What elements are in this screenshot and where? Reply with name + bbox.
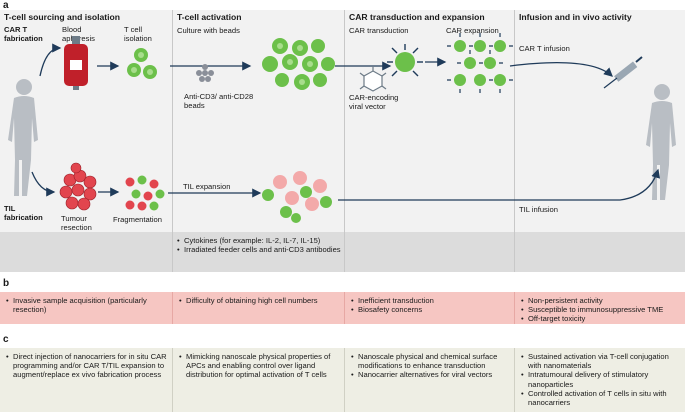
column-title-transduction: CAR transduction and expansion	[349, 12, 485, 22]
viral-vector-label: CAR-encoding viral vector	[349, 93, 399, 111]
car-transduction-label: CAR transduction	[349, 26, 409, 35]
tumour-icon	[59, 162, 97, 211]
solution-infusion-3: Controlled activation of T cells in situ…	[521, 389, 680, 407]
solution-transduction-1: Nanoscale physical and chemical surface …	[351, 352, 509, 370]
car-expansion-cluster-icon	[447, 33, 513, 93]
challenge-sourcing: Invasive sample acquisition (particularl…	[6, 296, 167, 314]
challenge-transduction-1: Inefficient transduction	[351, 296, 509, 305]
patient-human-figure-icon	[646, 84, 676, 200]
syringe-icon	[603, 56, 643, 89]
car-expansion-label: CAR expansion	[446, 26, 499, 35]
row-a-notes: Cytokines (for example: IL-2, IL-7, IL-1…	[176, 236, 341, 254]
column-title-infusion: Infusion and in vivo activity	[519, 12, 632, 22]
solutions-row: Direct injection of nanocarriers for in …	[0, 348, 685, 412]
panel-letter-b: b	[3, 278, 10, 289]
panel-letter-c: c	[3, 334, 9, 345]
solution-infusion-2: Intratumoural delivery of stimulatory na…	[521, 370, 680, 388]
challenge-infusion-1: Non-persistent activity	[521, 296, 680, 305]
til-fabrication-label: TIL fabrication	[4, 204, 43, 222]
column-title-sourcing: T-cell sourcing and isolation	[4, 12, 121, 22]
solution-infusion-1: Sustained activation via T-cell conjugat…	[521, 352, 680, 370]
challenge-transduction-2: Biosafety concerns	[351, 305, 509, 314]
fragmentation-label: Fragmentation	[113, 215, 162, 224]
t-cell-icon	[127, 48, 157, 79]
bead-icon	[196, 64, 214, 82]
beads-label: Anti-CD3/ anti-CD28 beads	[184, 92, 254, 110]
panel-a-notes-bar	[0, 232, 685, 272]
panel-letter-a: a	[3, 0, 9, 11]
blood-bag-icon	[64, 36, 88, 90]
challenge-activation: Difficulty of obtaining high cell number…	[179, 296, 339, 305]
solution-sourcing: Direct injection of nanocarriers for in …	[6, 352, 167, 380]
column-title-activation: T-cell activation	[177, 12, 242, 22]
car-t-fabrication-label: CAR T fabrication	[4, 25, 43, 43]
challenge-infusion-3: Off-target toxicity	[521, 314, 680, 323]
challenges-row: Invasive sample acquisition (particularl…	[0, 292, 685, 324]
car-t-cell-icon	[387, 44, 423, 77]
til-expansion-cluster-icon	[262, 171, 332, 223]
viral-vector-icon	[359, 66, 387, 92]
car-t-infusion-label: CAR T infusion	[519, 44, 570, 53]
solution-activation: Mimicking nanoscale physical properties …	[179, 352, 339, 380]
donor-human-figure-icon	[8, 79, 38, 196]
panel-a-illustration	[8, 33, 676, 223]
note-cytokines: Cytokines (for example: IL-2, IL-7, IL-1…	[177, 236, 341, 245]
culture-with-beads-label: Culture with beads	[177, 26, 240, 35]
solution-transduction-2: Nanocarrier alternatives for viral vecto…	[351, 370, 509, 379]
fragmentation-icon	[125, 175, 165, 211]
challenge-infusion-2: Susceptible to immunosuppressive TME	[521, 305, 680, 314]
tumour-resection-label: Tumour resection	[61, 214, 92, 232]
til-infusion-label: TIL infusion	[519, 205, 558, 214]
t-cell-isolation-label: T cell isolation	[124, 25, 152, 43]
til-expansion-label: TIL expansion	[183, 182, 231, 191]
note-feeder-cells: Irradiated feeder cells and anti-CD3 ant…	[177, 245, 341, 254]
